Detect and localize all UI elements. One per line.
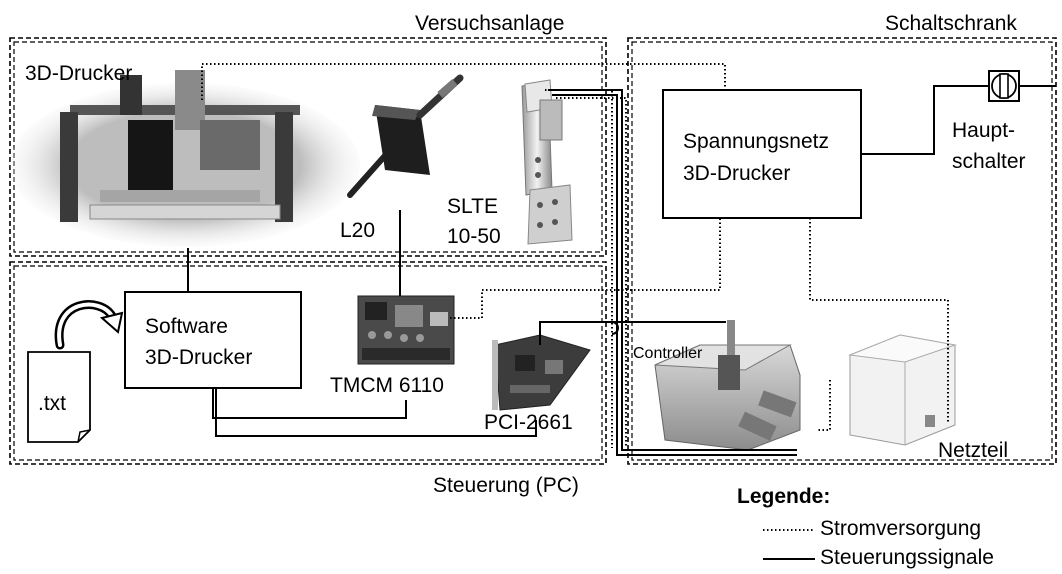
pci-card-image [492, 334, 591, 411]
printer-label: 3D-Drucker [25, 62, 132, 85]
controller-label: Controller [633, 345, 703, 362]
power-supply-image [848, 334, 957, 446]
motor-image [347, 74, 464, 198]
legend-title: Legende: [737, 485, 830, 508]
actuator-label-line1: SLTE [447, 195, 498, 218]
actuator-image [521, 79, 573, 245]
controller-image [654, 320, 801, 451]
motor-label: L20 [340, 219, 375, 242]
region-schaltschrank [627, 37, 1057, 465]
region-steuerung [9, 261, 607, 465]
power-net-label-line2: 3D-Drucker [683, 162, 790, 185]
software-label-line1: Software [145, 315, 228, 338]
region-versuchsanlage [9, 37, 607, 257]
region-label-steuerung: Steuerung (PC) [433, 474, 579, 497]
txt-file-label: .txt [38, 392, 66, 415]
power-lines [201, 63, 949, 448]
actuator-label-line2: 10-50 [447, 225, 501, 248]
legend-power-label: Stromversorgung [820, 517, 981, 540]
power-net-box [662, 89, 862, 219]
main-switch-label-line1: Haupt- [952, 119, 1015, 142]
txt-file-icon [27, 351, 91, 443]
load-arrow-icon [54, 300, 124, 350]
software-label-line2: 3D-Drucker [145, 346, 252, 369]
main-switch-label-line2: schalter [952, 150, 1026, 173]
pci-label: PCI-2661 [484, 411, 573, 434]
tmcm-board-image [357, 295, 455, 365]
printer-image [10, 70, 360, 247]
region-label-schaltschrank: Schaltschrank [885, 12, 1017, 35]
region-label-versuchsanlage: Versuchsanlage [415, 12, 564, 35]
power-supply-label: Netzteil [938, 439, 1008, 462]
tmcm-label: TMCM 6110 [330, 374, 444, 397]
legend-signals-label: Steuerungssignale [820, 546, 994, 569]
software-box [124, 291, 302, 389]
main-switch-icon [988, 70, 1020, 102]
power-net-label-line1: Spannungsnetz [683, 130, 829, 153]
